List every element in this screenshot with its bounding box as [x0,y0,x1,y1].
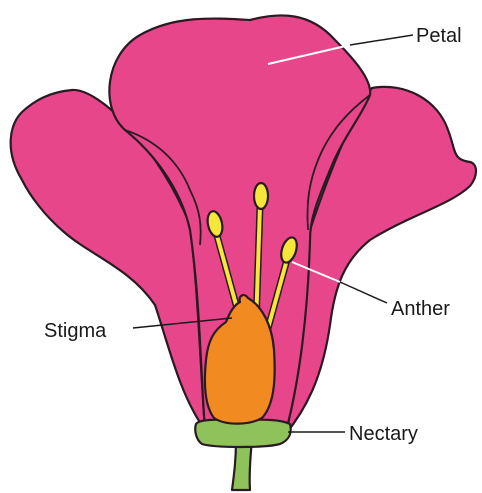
petal-leader [350,35,413,45]
anther [254,183,268,209]
anther-label: Anther [391,298,450,320]
petal-label: Petal [416,25,462,47]
anther-leader [340,282,387,303]
stigma-label: Stigma [44,320,107,342]
nectary-label: Nectary [349,423,418,445]
